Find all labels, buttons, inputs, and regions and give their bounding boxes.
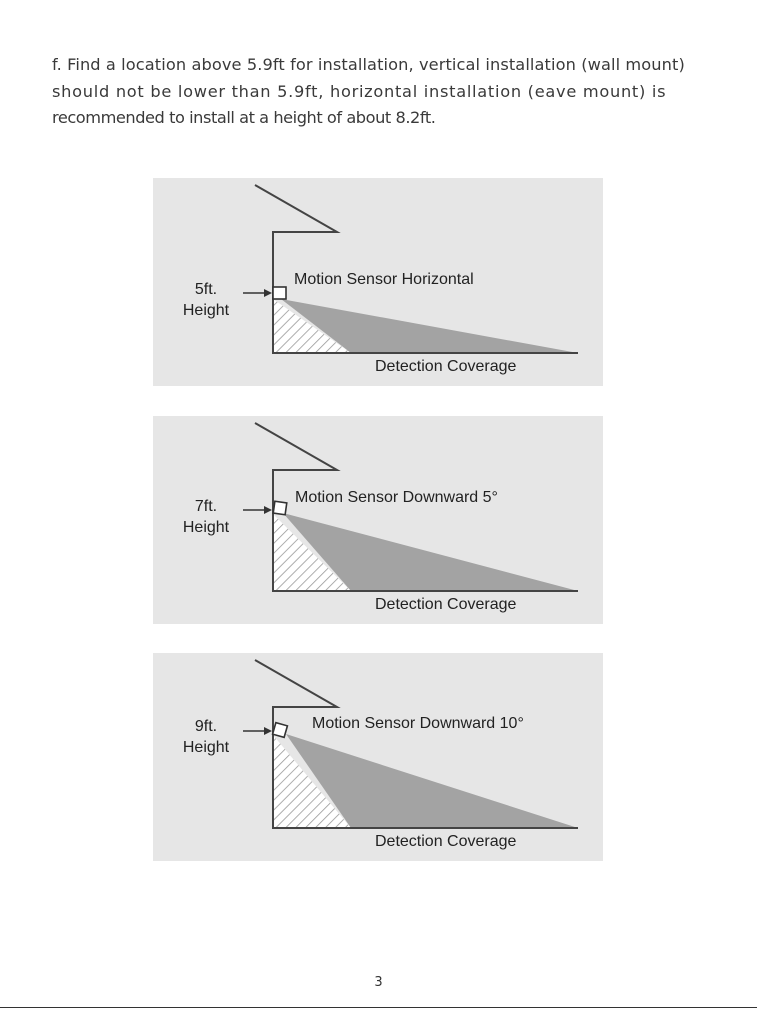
coverage-label: Detection Coverage <box>375 596 517 613</box>
sensor-icon <box>272 286 287 300</box>
instruction-line-1: f. Find a location above 5.9ft for insta… <box>52 55 685 74</box>
height-value: 5ft. <box>194 281 218 298</box>
height-word: Height <box>182 302 230 319</box>
instruction-line-3: recommended to install at a height of ab… <box>52 108 436 127</box>
sensor-label: Motion Sensor Downward 5° <box>295 489 498 506</box>
diagram-downward-10: 9ft. Height Motion Sensor Downward 10° D… <box>153 653 603 861</box>
eave-wall-outline <box>254 184 578 354</box>
coverage-label: Detection Coverage <box>375 358 517 375</box>
sensor-label: Motion Sensor Downward 10° <box>312 715 524 732</box>
height-word: Height <box>182 739 230 756</box>
blind-zone-hatch <box>273 299 351 353</box>
sensor-icon <box>271 721 289 739</box>
eave-wall-outline <box>254 422 578 592</box>
diagram-horizontal: 5ft. Height Motion Sensor Horizontal Det… <box>153 178 603 386</box>
arrow-head-icon <box>264 727 272 735</box>
diagram-downward-5-drawing <box>243 422 578 592</box>
height-value: 7ft. <box>194 498 218 515</box>
instruction-text: f. Find a location above 5.9ft for insta… <box>52 52 722 132</box>
height-label: 7ft. Height <box>171 496 241 538</box>
coverage-area <box>281 299 578 353</box>
diagram-downward-5: 7ft. Height Motion Sensor Downward 5° De… <box>153 416 603 624</box>
height-value: 9ft. <box>194 718 218 735</box>
arrow-head-icon <box>264 289 272 297</box>
height-word: Height <box>182 519 230 536</box>
coverage-area <box>286 734 578 828</box>
coverage-label: Detection Coverage <box>375 833 517 850</box>
height-label: 5ft. Height <box>171 279 241 321</box>
blind-zone-hatch <box>273 514 351 591</box>
arrow-head-icon <box>264 506 272 514</box>
diagram-horizontal-drawing <box>243 184 578 354</box>
page-number: 3 <box>374 975 383 990</box>
blind-zone-hatch <box>273 735 351 828</box>
eave-wall-outline <box>254 659 578 829</box>
height-label: 9ft. Height <box>171 716 241 758</box>
instruction-line-2: should not be lower than 5.9ft, horizont… <box>52 81 667 101</box>
page-bottom-rule <box>0 1007 757 1008</box>
sensor-icon <box>272 500 288 516</box>
sensor-label: Motion Sensor Horizontal <box>294 271 474 288</box>
coverage-area <box>283 513 578 591</box>
diagram-downward-10-drawing <box>243 659 578 829</box>
